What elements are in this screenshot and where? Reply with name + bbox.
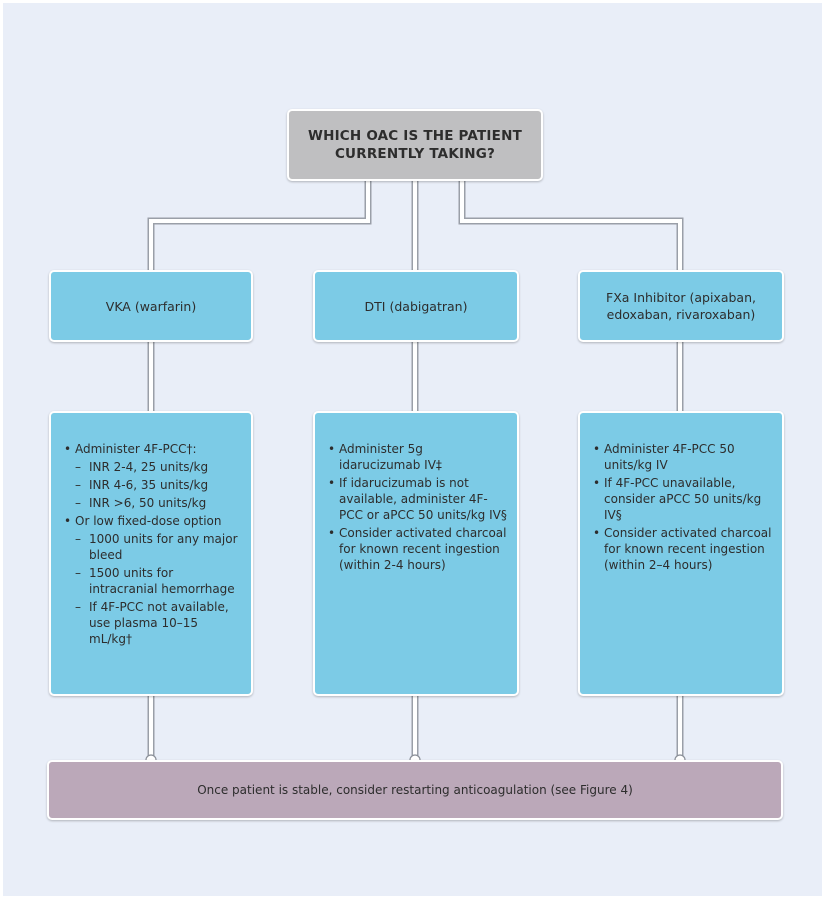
- vka-label: VKA (warfarin): [105, 298, 197, 314]
- dti-details-box: Administer 5g idarucizumab IV‡ If idaruc…: [313, 411, 519, 696]
- dti-label: DTI (dabigatran): [364, 298, 468, 314]
- fxa-label-line-1: FXa Inhibitor (apixaban,: [606, 290, 756, 305]
- vka-details-list: Administer 4F-PCC†: INR 2-4, 25 units/kg…: [61, 441, 241, 647]
- connector-question-to-fxa: [458, 181, 684, 270]
- dti-details-list: Administer 5g idarucizumab IV‡ If idaruc…: [325, 441, 507, 573]
- dti-item: If idarucizumab is not available, admini…: [325, 475, 507, 523]
- footer-box: Once patient is stable, consider restart…: [47, 760, 783, 820]
- fxa-item: If 4F-PCC unavailable, consider aPCC 50 …: [590, 475, 772, 523]
- fxa-details-list: Administer 4F-PCC 50 units/kg IV If 4F-P…: [590, 441, 772, 573]
- fxa-item: Administer 4F-PCC 50 units/kg IV: [590, 441, 772, 473]
- vka-subitem: 1500 units for intracranial hemorrhage: [61, 565, 241, 597]
- fxa-details-box: Administer 4F-PCC 50 units/kg IV If 4F-P…: [578, 411, 784, 696]
- vka-subitem: INR 2-4, 25 units/kg: [61, 459, 241, 475]
- question-line-2: CURRENTLY TAKING?: [334, 146, 496, 162]
- dti-item: Administer 5g idarucizumab IV‡: [325, 441, 507, 473]
- vka-subitem: INR >6, 50 units/kg: [61, 495, 241, 511]
- fxa-item: Consider activated charcoal for known re…: [590, 525, 772, 573]
- vka-subitem: INR 4-6, 35 units/kg: [61, 477, 241, 493]
- vka-subitem: 1000 units for any major bleed: [61, 531, 241, 563]
- fxa-box: FXa Inhibitor (apixaban, edoxaban, rivar…: [578, 270, 784, 342]
- vka-box: VKA (warfarin): [49, 270, 253, 342]
- connector-dti-to-footer: [409, 696, 421, 766]
- fxa-label-line-2: edoxaban, rivaroxaban): [606, 307, 756, 322]
- footer-text: Once patient is stable, consider restart…: [197, 783, 633, 797]
- vka-subitem: If 4F-PCC not available, use plasma 10–1…: [61, 599, 241, 647]
- connector-lines: [145, 181, 686, 766]
- dti-box: DTI (dabigatran): [313, 270, 519, 342]
- connector-question-to-vka: [147, 181, 372, 270]
- connector-vka-to-footer: [145, 696, 157, 766]
- vka-details-box: Administer 4F-PCC†: INR 2-4, 25 units/kg…: [49, 411, 253, 696]
- connector-fxa-to-footer: [674, 696, 686, 766]
- vka-item: Or low fixed-dose option: [61, 513, 241, 529]
- flowchart-canvas: WHICH OAC IS THE PATIENT CURRENTLY TAKIN…: [3, 3, 822, 896]
- question-box: WHICH OAC IS THE PATIENT CURRENTLY TAKIN…: [287, 109, 543, 181]
- dti-item: Consider activated charcoal for known re…: [325, 525, 507, 573]
- vka-item: Administer 4F-PCC†:: [61, 441, 241, 457]
- question-line-1: WHICH OAC IS THE PATIENT: [308, 128, 522, 144]
